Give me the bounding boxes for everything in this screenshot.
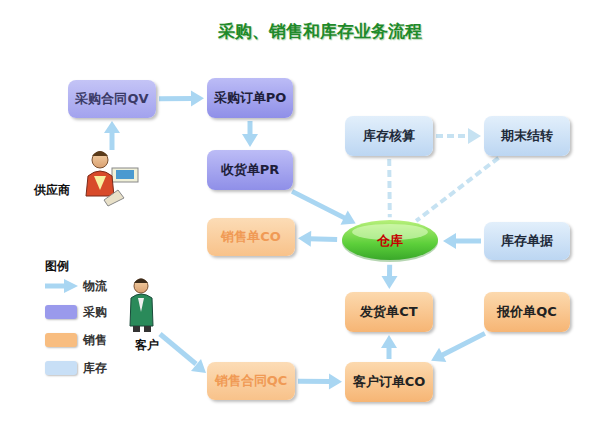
connector-line [436,134,470,138]
connector-line [454,239,481,244]
dashed-connector [436,128,481,144]
arrow-head [382,276,398,289]
flow-arrow [431,333,485,362]
arrow-head [381,335,397,348]
legend-text: 物流 [83,278,107,295]
node-text: 收货单PR [221,161,280,179]
legend-line-sample [45,279,78,293]
arrow-head [329,374,342,390]
supplier-label: 供应商 [34,182,70,199]
warehouse-ellipse: 仓库 [340,218,440,264]
process-box: 收货单PR [207,150,293,190]
connector-line [416,158,498,221]
flow-arrow [292,191,356,225]
legend-text: 采购 [83,304,107,321]
legend-heading: 图例 [45,258,69,275]
legend-text: 销售 [83,332,107,349]
flow-arrow [298,374,342,390]
process-box: 库存核算 [345,116,433,156]
node-text: 期末结转 [501,127,553,145]
process-box: 销售合同QC [207,362,295,400]
dashed-connector [416,158,498,221]
legend-text: 库存 [83,360,107,377]
flow-arrow [382,265,398,289]
flow-arrow [104,121,206,373]
node-text: 采购合同QV [75,90,148,108]
arrow-head [443,233,456,249]
legend-swatch [45,305,77,319]
node-text: 库存核算 [363,127,415,145]
process-box: 销售单CO [207,218,295,256]
customer-figure [130,279,153,333]
customer-label: 客户 [135,337,159,354]
legend-swatch [45,361,77,375]
flow-arrow [242,121,258,147]
flow-arrow [381,335,397,359]
connector-line [387,159,392,217]
arrow-head [242,134,258,147]
process-box: 客户订单CO [345,362,433,402]
process-box: 发货单CT [345,292,433,332]
process-box: 期末结转 [484,116,570,156]
arrow-head [468,128,481,144]
node-text: 销售单CO [221,228,281,246]
node-text: 报价单QC [497,303,557,321]
arrow-head [298,231,311,247]
legend-swatch [45,333,77,347]
arrow-head [431,348,446,362]
connector-line [292,191,346,218]
dashed-connector [389,159,391,217]
arrow-head [191,90,204,106]
connector-line [248,121,253,136]
connector-line [309,236,337,242]
diagram-title: 采购、销售和库存业务流程 [130,20,510,43]
process-box: 采购合同QV [68,80,156,118]
node-text: 库存单据 [501,232,553,250]
flow-arrow [159,90,204,106]
arrow-head [340,211,355,225]
node-text: 仓库 [377,232,403,250]
flow-arrow [298,231,337,247]
connector-line [159,96,193,101]
node-text: 销售合同QC [215,372,288,390]
connector-line [298,379,331,384]
process-box: 报价单QC [484,292,570,332]
supplier-figure [86,151,138,206]
node-text: 发货单CT [360,303,417,321]
process-box: 采购订单PO [207,78,293,118]
process-box: 库存单据 [484,222,570,260]
node-text: 采购订单PO [214,89,287,107]
connector-line [441,333,485,355]
node-text: 客户订单CO [353,373,426,391]
flow-arrow [443,233,481,249]
